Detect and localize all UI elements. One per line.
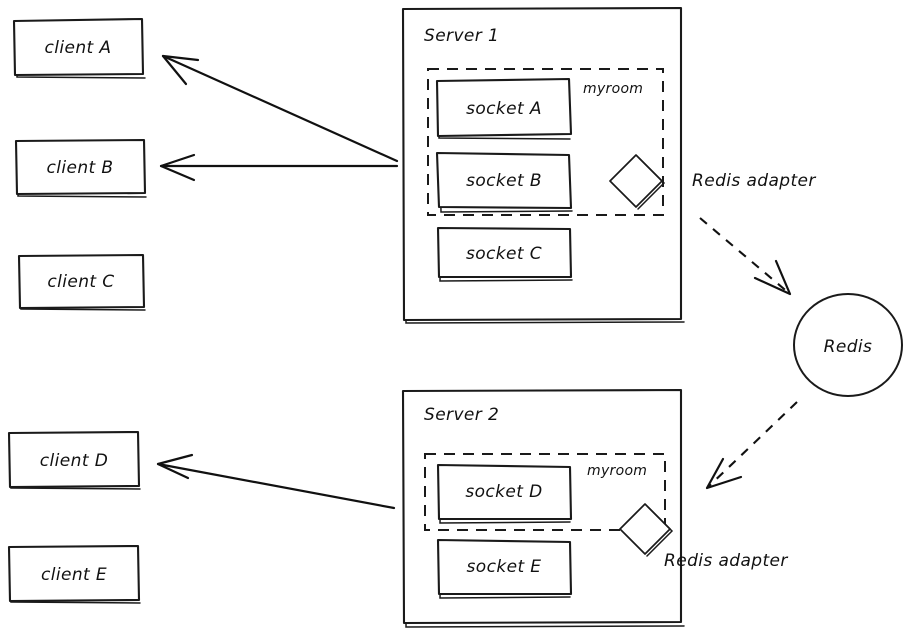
server-1-adapter-diamond-icon[interactable]	[609, 154, 666, 210]
arrow-redis-to-server2-adapter	[705, 401, 798, 490]
client-box-client-c[interactable]: client C	[17, 253, 146, 311]
server-2-redis-adapter-label: Redis adapter	[664, 551, 788, 571]
client-a-box-outline	[12, 17, 145, 77]
socket-e-box-outline	[436, 538, 573, 596]
client-e-label: client E	[41, 565, 107, 585]
arrow-redis-out-shaft	[706, 401, 798, 489]
arrow-redis-out-head	[705, 457, 743, 490]
client-b-box-outline	[14, 138, 147, 196]
socket-d-label: socket D	[465, 482, 542, 502]
client-box-client-b[interactable]: client B	[14, 138, 147, 198]
client-box-client-e[interactable]: client E	[7, 544, 141, 604]
socket-e-label: socket E	[467, 557, 542, 577]
socket-a-box-outline	[435, 77, 573, 138]
arrow-b-head	[159, 153, 196, 182]
socket-box-socket-a[interactable]: socket A	[435, 77, 573, 140]
server-box-server-1[interactable]: Server 1 myroom socket A socket B socket…	[401, 6, 685, 324]
client-b-label: client B	[47, 158, 114, 178]
socket-c-box-outline	[436, 226, 573, 279]
server-2-myroom-label: myroom	[587, 463, 647, 479]
socket-b-box-outline	[435, 151, 573, 210]
client-a-label: client A	[45, 38, 112, 58]
client-box-client-a[interactable]: client A	[12, 17, 146, 79]
socket-c-label: socket C	[466, 244, 542, 264]
server-1-myroom-dashed-box	[427, 68, 664, 216]
client-box-client-d[interactable]: client D	[7, 430, 141, 490]
arrow-redis-in-shaft	[699, 217, 791, 295]
server-1-diamond-shadow	[637, 157, 666, 210]
client-e-box-outline	[7, 544, 141, 603]
socket-box-socket-b[interactable]: socket B	[435, 151, 573, 213]
server-1-label: Server 1	[424, 26, 499, 46]
socket-box-socket-c[interactable]: socket C	[436, 226, 573, 282]
arrow-server1-to-client-a	[161, 54, 399, 163]
arrow-d-shaft	[156, 462, 396, 510]
arrow-server1-to-client-b	[159, 153, 399, 182]
server-2-adapter-diamond-icon[interactable]	[619, 503, 674, 557]
client-d-label: client D	[40, 451, 108, 471]
server-2-diamond-shadow	[646, 506, 674, 557]
redis-circle-outline	[793, 293, 903, 397]
client-c-box-outline	[17, 253, 146, 310]
arrow-server1-adapter-to-redis	[699, 217, 792, 296]
socket-d-box-outline	[436, 463, 573, 521]
server-1-redis-adapter-label: Redis adapter	[692, 171, 816, 191]
server-2-label: Server 2	[424, 405, 499, 425]
server-box-server-2[interactable]: Server 2 myroom socket D socket E	[401, 388, 685, 628]
arrow-a-shaft	[161, 54, 399, 163]
redis-label: Redis	[824, 337, 873, 357]
socket-box-socket-d[interactable]: socket D	[436, 463, 573, 524]
server-2-myroom-dashed-box	[424, 453, 666, 531]
arrow-a-head	[161, 54, 200, 86]
arrow-d-head	[156, 453, 194, 480]
socket-box-socket-e[interactable]: socket E	[436, 538, 573, 599]
socket-a-label: socket A	[466, 99, 542, 119]
client-d-box-outline	[7, 430, 141, 489]
arrow-redis-in-head	[753, 259, 792, 296]
redis-node[interactable]: Redis	[793, 293, 903, 397]
arrow-server2-to-client-d	[156, 453, 396, 510]
client-c-label: client C	[47, 272, 114, 292]
socket-b-label: socket B	[466, 171, 542, 191]
server-1-myroom-label: myroom	[583, 81, 643, 97]
